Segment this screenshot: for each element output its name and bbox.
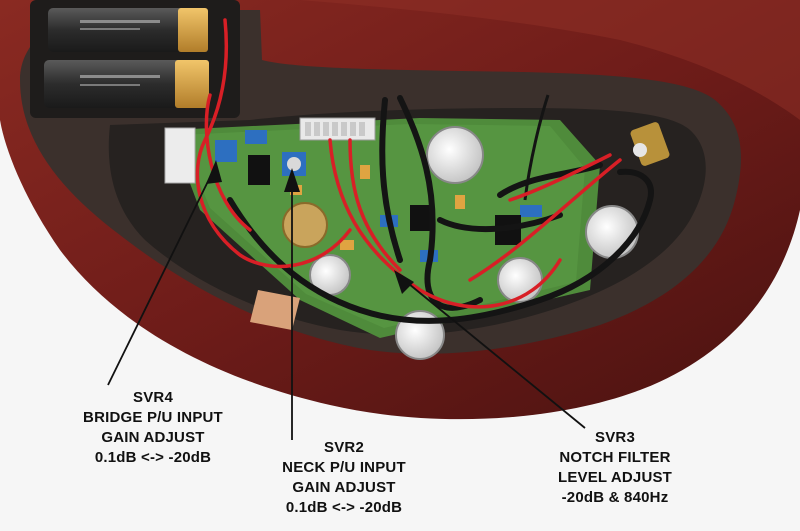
battery-9v-icon	[48, 8, 208, 52]
annotation-svr2-line1: NECK P/U INPUT	[282, 459, 406, 476]
annotation-svr2: SVR2 NECK P/U INPUT GAIN ADJUST 0.1dB <-…	[244, 438, 444, 518]
annotation-svr4-range: 0.1dB <-> -20dB	[94, 449, 212, 466]
annotation-svr4: SVR4 BRIDGE P/U INPUT GAIN ADJUST 0.1dB …	[58, 388, 248, 468]
arrowhead-svr2	[284, 168, 300, 192]
potentiometer	[497, 257, 543, 303]
annotation-svr3: SVR3 NOTCH FILTER LEVEL ADJUST -20dB & 8…	[515, 428, 715, 508]
annotation-svr3-range: -20dB & 840Hz	[561, 489, 669, 506]
annotation-svr3-line2: LEVEL ADJUST	[557, 469, 673, 486]
arrowhead-svr3	[394, 270, 414, 294]
annotation-svr2-range: 0.1dB <-> -20dB	[285, 499, 403, 516]
annotation-svr2-id: SVR2	[324, 439, 364, 456]
copper-tape	[250, 290, 300, 330]
battery-9v-icon	[44, 60, 209, 108]
side-connector	[164, 127, 196, 184]
pointer-line-svr3	[397, 274, 586, 429]
trim-pot-svr4	[215, 140, 237, 162]
annotation-svr4-line1: BRIDGE P/U INPUT	[83, 409, 223, 426]
annotation-svr4-line2: GAIN ADJUST	[101, 429, 205, 446]
potentiometer	[426, 126, 484, 184]
pointer-line-svr4	[107, 164, 217, 386]
brass-pot	[282, 202, 328, 248]
potentiometer	[585, 205, 639, 259]
annotation-svr4-id: SVR4	[133, 389, 173, 406]
annotation-svr3-id: SVR3	[595, 429, 635, 446]
arrowhead-svr4	[206, 160, 222, 184]
annotation-svr2-line2: GAIN ADJUST	[292, 479, 396, 496]
annotation-svr3-line1: NOTCH FILTER	[559, 449, 671, 466]
